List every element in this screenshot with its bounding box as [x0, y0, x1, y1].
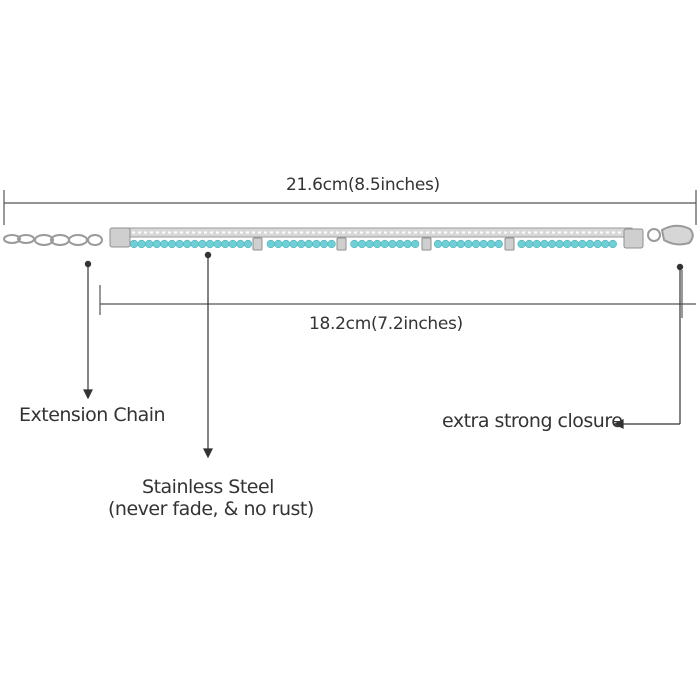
extension-chain	[3, 234, 103, 246]
closure-pointer	[613, 263, 684, 429]
bead	[365, 239, 374, 249]
mesh-chain	[125, 227, 633, 238]
bead	[464, 239, 473, 249]
bead	[221, 239, 230, 249]
extension-chain-pointer	[83, 260, 93, 400]
bead	[304, 239, 313, 249]
bead	[137, 239, 146, 249]
total-length-dimension	[3, 190, 697, 225]
bead	[525, 239, 534, 249]
bead	[274, 239, 283, 249]
bead	[243, 239, 253, 249]
bead	[601, 239, 610, 249]
bead	[593, 239, 602, 249]
bead	[145, 239, 154, 249]
bead	[190, 239, 199, 249]
bead	[357, 239, 367, 249]
bead	[388, 239, 397, 249]
metal-fittings	[109, 227, 644, 251]
total-length-label: 21.6cm(8.5inches)	[286, 175, 440, 195]
bead	[441, 239, 450, 249]
bead	[175, 239, 184, 249]
bead	[403, 239, 412, 249]
extension-chain-label: Extension Chain	[19, 404, 166, 426]
bead	[160, 239, 169, 249]
bead	[585, 239, 595, 249]
bead	[319, 239, 329, 249]
bead	[479, 239, 488, 249]
bead	[563, 239, 572, 249]
bead	[327, 239, 336, 249]
stainless-steel-label-line2: (never fade, & no rust)	[108, 498, 314, 520]
bead	[395, 239, 405, 249]
bead-strand	[129, 239, 617, 249]
bead	[433, 239, 443, 249]
bead	[350, 239, 359, 249]
bead	[547, 239, 557, 249]
bead	[152, 239, 161, 249]
bead	[297, 239, 306, 249]
bead	[608, 239, 617, 249]
bead	[517, 239, 526, 249]
bead	[411, 239, 420, 249]
bead	[205, 239, 215, 249]
bead	[236, 239, 245, 249]
bead	[183, 239, 192, 249]
bead	[213, 239, 222, 249]
bead	[578, 239, 587, 249]
stainless-steel-label-line1: Stainless Steel	[142, 476, 274, 498]
stainless-steel-pointer	[203, 251, 213, 459]
bead	[487, 239, 496, 249]
bead	[266, 239, 275, 249]
bead	[289, 239, 298, 249]
stainless-steel-label: Stainless Steel (never fade, & no rust)	[108, 476, 314, 520]
bead	[570, 239, 579, 249]
bead	[555, 239, 564, 249]
bead	[449, 239, 458, 249]
lobster-clasp	[647, 224, 694, 246]
bead	[198, 239, 207, 249]
bead	[456, 239, 465, 249]
bead	[167, 239, 177, 249]
bead	[373, 239, 382, 249]
bead	[228, 239, 237, 249]
bead	[281, 239, 291, 249]
bead	[540, 239, 549, 249]
closure-label: extra strong closure	[442, 410, 623, 432]
bracelet-length-label: 18.2cm(7.2inches)	[309, 314, 463, 334]
bracelet-length-dimension	[99, 270, 696, 318]
bead	[312, 239, 321, 249]
bead	[471, 239, 481, 249]
bead	[380, 239, 389, 249]
bead	[532, 239, 541, 249]
bead	[129, 239, 139, 249]
bead	[494, 239, 503, 249]
